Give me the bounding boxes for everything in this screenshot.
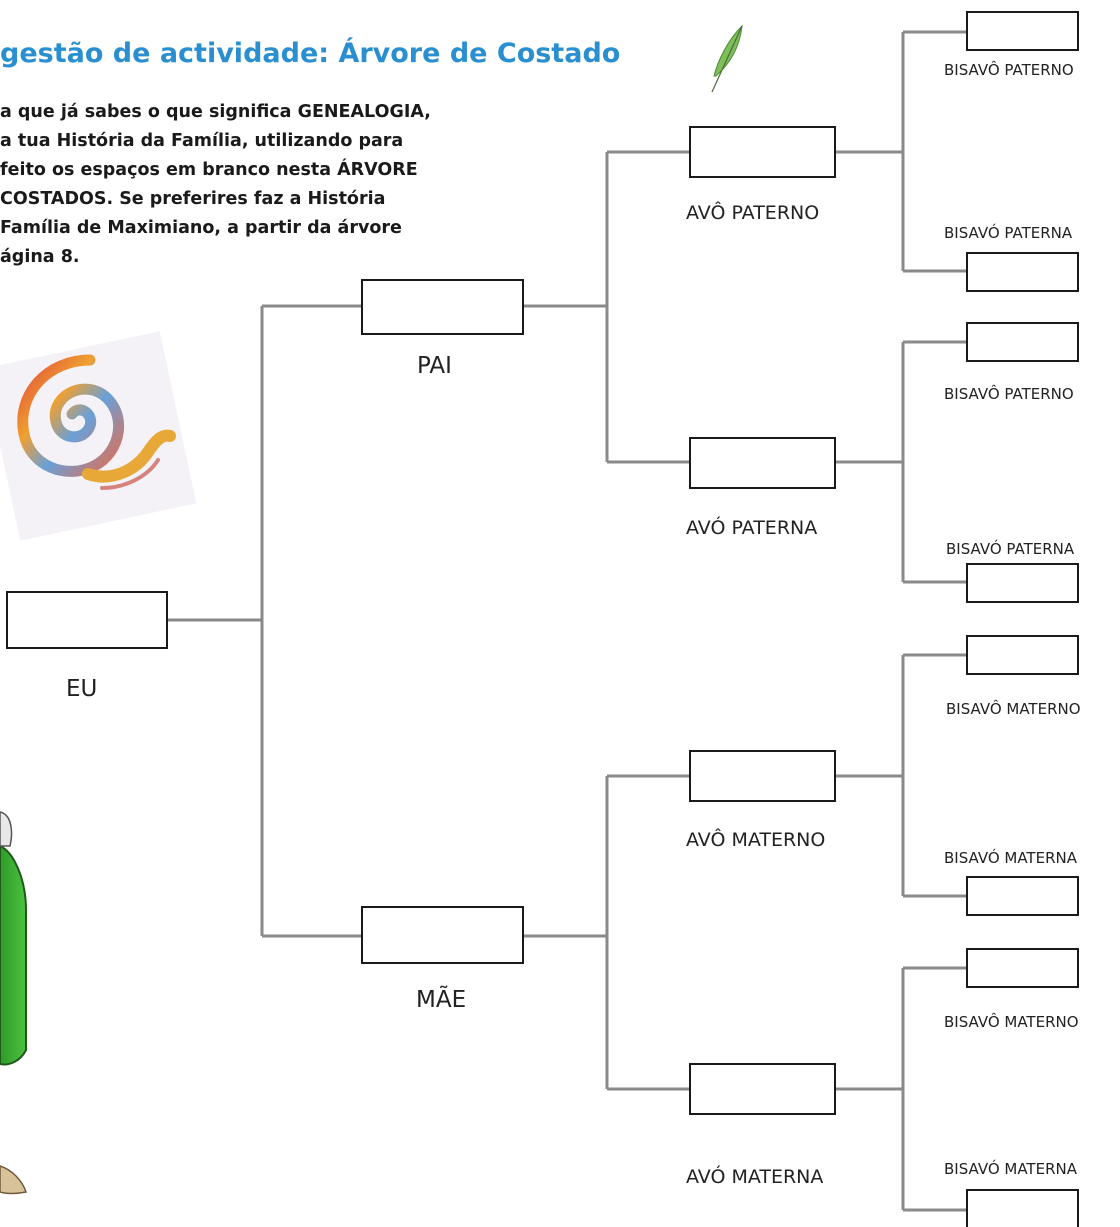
- label-mae: MÃE: [416, 987, 467, 1013]
- name-box-bisavo-3[interactable]: [966, 322, 1079, 362]
- name-box-bisavo-2[interactable]: [966, 252, 1079, 292]
- name-box-avo-materno[interactable]: [689, 750, 836, 802]
- name-box-bisavo-7[interactable]: [966, 948, 1079, 988]
- label-bisavo: BISAVÔ PATERNO: [944, 61, 1074, 79]
- connector-lines: [167, 30, 967, 1212]
- name-box-avo-paterno[interactable]: [689, 126, 836, 178]
- label-bisavo: BISAVÓ PATERNA: [944, 224, 1073, 242]
- name-box-avo-materna[interactable]: [689, 1063, 836, 1115]
- name-box-bisavo-5[interactable]: [966, 635, 1079, 675]
- intro-paragraph: a que já sabes o que significa GENEALOGI…: [0, 98, 545, 272]
- label-avo-materna: AVÓ MATERNA: [686, 1166, 824, 1188]
- intro-line: a que já sabes o que significa GENEALOGI…: [0, 102, 431, 122]
- quill-icon: [711, 24, 743, 93]
- label-bisavo: BISAVÔ PATERNO: [944, 385, 1074, 403]
- intro-line: a tua História da Família, utilizando pa…: [0, 131, 404, 151]
- label-avo-paterno: AVÔ PATERNO: [686, 202, 820, 224]
- name-box-bisavo-8[interactable]: [966, 1189, 1079, 1227]
- label-avo-paterna: AVÓ PATERNA: [686, 517, 818, 539]
- label-bisavo: BISAVÓ MATERNA: [944, 849, 1077, 867]
- label-avo-materno: AVÔ MATERNO: [686, 829, 826, 851]
- name-box-bisavo-6[interactable]: [966, 876, 1079, 916]
- page-title: gestão de actividade: Árvore de Costado: [0, 38, 621, 69]
- intro-line: feito os espaços em branco nesta ÁRVORE: [0, 160, 418, 180]
- intro-line: COSTADOS. Se preferires faz a História: [0, 189, 386, 209]
- intro-line: Família de Maximiano, a partir da árvore: [0, 218, 402, 238]
- label-pai: PAI: [417, 353, 452, 379]
- name-box-mae[interactable]: [361, 906, 524, 964]
- name-box-pai[interactable]: [361, 279, 524, 335]
- label-eu: EU: [66, 676, 98, 702]
- label-bisavo: BISAVÓ MATERNA: [944, 1160, 1077, 1178]
- name-box-avo-paterna[interactable]: [689, 437, 836, 489]
- label-bisavo: BISAVÓ PATERNA: [946, 540, 1075, 558]
- name-box-bisavo-4[interactable]: [966, 563, 1079, 603]
- label-bisavo: BISAVÔ MATERNO: [946, 700, 1081, 718]
- label-bisavo: BISAVÔ MATERNO: [944, 1013, 1079, 1031]
- name-box-bisavo-1[interactable]: [966, 11, 1079, 51]
- green-bottle-icon: [0, 811, 27, 1195]
- intro-line: ágina 8.: [0, 247, 80, 267]
- spiral-icon: [0, 331, 197, 541]
- name-box-eu[interactable]: [6, 591, 168, 649]
